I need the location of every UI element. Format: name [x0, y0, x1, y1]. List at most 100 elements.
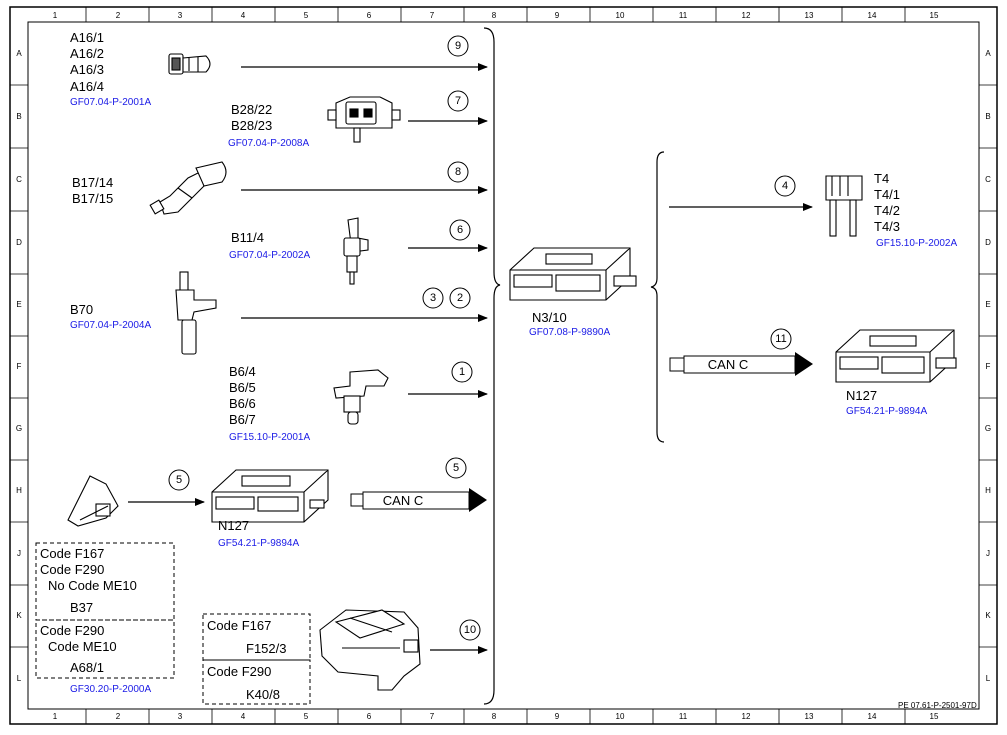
column-label: 9	[554, 11, 560, 20]
row-label: K	[985, 611, 991, 620]
column-label: 7	[429, 712, 435, 721]
document-reference-link[interactable]: GF07.04-P-2001A	[70, 97, 152, 108]
row-label: C	[16, 175, 22, 184]
row-dividers	[10, 84, 997, 648]
input-signal-lines	[128, 63, 813, 654]
ignition-coil-icon	[825, 175, 863, 237]
row-label: L	[16, 674, 22, 683]
signal-number: 9	[454, 40, 462, 52]
column-dividers	[85, 7, 906, 724]
can-bus-label: CAN C	[382, 493, 424, 508]
column-label: 3	[177, 11, 183, 20]
component-label: N127	[218, 518, 250, 533]
relay-module-icon	[319, 609, 421, 691]
component-label: A16/3	[70, 62, 104, 77]
column-label: 2	[115, 712, 121, 721]
accelerator-pedal-icon	[67, 475, 119, 527]
component-label: A16/2	[70, 46, 104, 61]
row-label: K	[16, 611, 22, 620]
code-condition: Code F290	[207, 664, 272, 679]
component-label: A16/4	[70, 79, 104, 94]
component-label: T4	[874, 171, 890, 186]
row-label: A	[16, 49, 22, 58]
column-label: 5	[303, 11, 309, 20]
column-label: 8	[491, 712, 497, 721]
crank-sensor-icon	[175, 271, 217, 355]
component-label: A16/1	[70, 30, 104, 45]
row-label: E	[16, 300, 22, 309]
row-label: D	[985, 238, 991, 247]
row-label: B	[16, 112, 22, 121]
column-label: 15	[929, 712, 939, 721]
signal-number: 3	[429, 292, 437, 304]
column-label: 8	[491, 11, 497, 20]
column-label: 6	[366, 712, 372, 721]
row-label: J	[17, 549, 21, 558]
component-label: B6/6	[229, 396, 256, 411]
component-label: T4/2	[874, 203, 901, 218]
component-label: B6/7	[229, 412, 256, 427]
column-label: 1	[52, 11, 58, 20]
can-arrow-lower	[350, 488, 487, 512]
drawing-frame	[9, 6, 998, 725]
document-reference-link[interactable]: GF54.21-P-9894A	[846, 406, 928, 417]
column-label: 13	[804, 11, 814, 20]
component-label: B37	[70, 600, 94, 615]
row-label: E	[985, 300, 991, 309]
column-label: 13	[804, 712, 814, 721]
signal-circles	[168, 35, 796, 641]
signal-number: 7	[454, 95, 462, 107]
code-boxes	[35, 542, 311, 705]
signal-number: 1	[458, 366, 466, 378]
can-bus-label: CAN C	[707, 357, 749, 372]
document-reference-link[interactable]: GF30.20-P-2000A	[70, 684, 152, 695]
document-reference-link[interactable]: GF07.04-P-2002A	[229, 250, 311, 261]
column-label: 9	[554, 712, 560, 721]
code-condition: Code F290	[40, 623, 105, 638]
component-label: N127	[846, 388, 878, 403]
coolant-sensor-icon	[343, 217, 369, 285]
signal-number: 11	[775, 333, 787, 345]
component-label: B28/22	[231, 102, 273, 117]
column-label: 5	[303, 712, 309, 721]
column-label: 11	[678, 712, 688, 721]
document-reference-link[interactable]: GF07.04-P-2008A	[228, 138, 310, 149]
n127-module-lower-icon	[211, 469, 329, 523]
column-label: 6	[366, 11, 372, 20]
component-label: B6/4	[229, 364, 256, 379]
row-label: B	[985, 112, 991, 121]
document-reference-link[interactable]: GF07.08-P-9890A	[529, 327, 611, 338]
component-label: B11/4	[231, 230, 265, 245]
component-label: A68/1	[70, 660, 104, 675]
code-condition: Code ME10	[48, 639, 117, 654]
column-label: 7	[429, 11, 435, 20]
row-label: H	[16, 486, 22, 495]
document-reference-link[interactable]: GF07.04-P-2004A	[70, 320, 152, 331]
row-label: G	[984, 424, 992, 433]
code-condition: No Code ME10	[48, 578, 137, 593]
row-label: G	[15, 424, 23, 433]
document-reference-link[interactable]: GF15.10-P-2001A	[229, 432, 311, 443]
row-label: L	[985, 674, 991, 683]
row-label: H	[985, 486, 991, 495]
row-label: J	[986, 549, 990, 558]
column-label: 11	[678, 11, 688, 20]
component-label: B6/5	[229, 380, 256, 395]
component-label: F152/3	[246, 641, 287, 656]
row-label: F	[16, 362, 22, 371]
row-label: D	[16, 238, 22, 247]
row-label: C	[985, 175, 991, 184]
column-label: 3	[177, 712, 183, 721]
document-reference-link[interactable]: GF54.21-P-9894A	[218, 538, 300, 549]
column-label: 1	[52, 712, 58, 721]
pressure-sensor-icon	[327, 96, 401, 143]
component-label: T4/1	[874, 187, 901, 202]
column-label: 15	[929, 11, 939, 20]
column-label: 14	[867, 712, 877, 721]
component-label: K40/8	[246, 687, 280, 702]
document-reference-link[interactable]: GF15.10-P-2002A	[876, 238, 958, 249]
component-label: B28/23	[231, 118, 273, 133]
signal-number: 2	[456, 292, 464, 304]
